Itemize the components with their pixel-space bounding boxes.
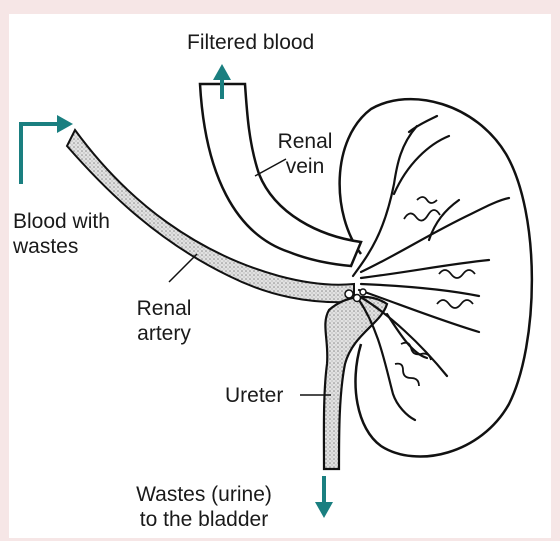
blood-wastes-label: Blood with wastes [13,209,110,259]
renal-artery-line-2: artery [129,321,199,346]
arrow-down-icon [315,502,333,518]
renal-vein-line-1: Renal [275,129,335,154]
wastes-line-2: to the bladder [109,507,299,532]
filtered-blood-label: Filtered blood [187,30,314,55]
wastes-line-1: Wastes (urine) [109,482,299,507]
arrow-up-icon [213,64,231,80]
kidney-diagram: Filtered blood Renal vein Blood with was… [9,14,551,538]
blood-wastes-line-2: wastes [13,234,110,259]
blood-wastes-line-1: Blood with [13,209,110,234]
renal-artery-label: Renal artery [129,296,199,346]
kidney-illustration [9,14,551,538]
ureter-label: Ureter [225,383,283,408]
wastes-label: Wastes (urine) to the bladder [109,482,299,532]
renal-vein-line-2: vein [275,154,335,179]
renal-artery-line-1: Renal [129,296,199,321]
renal-vein-label: Renal vein [275,129,335,179]
arrow-right-icon [57,115,73,133]
